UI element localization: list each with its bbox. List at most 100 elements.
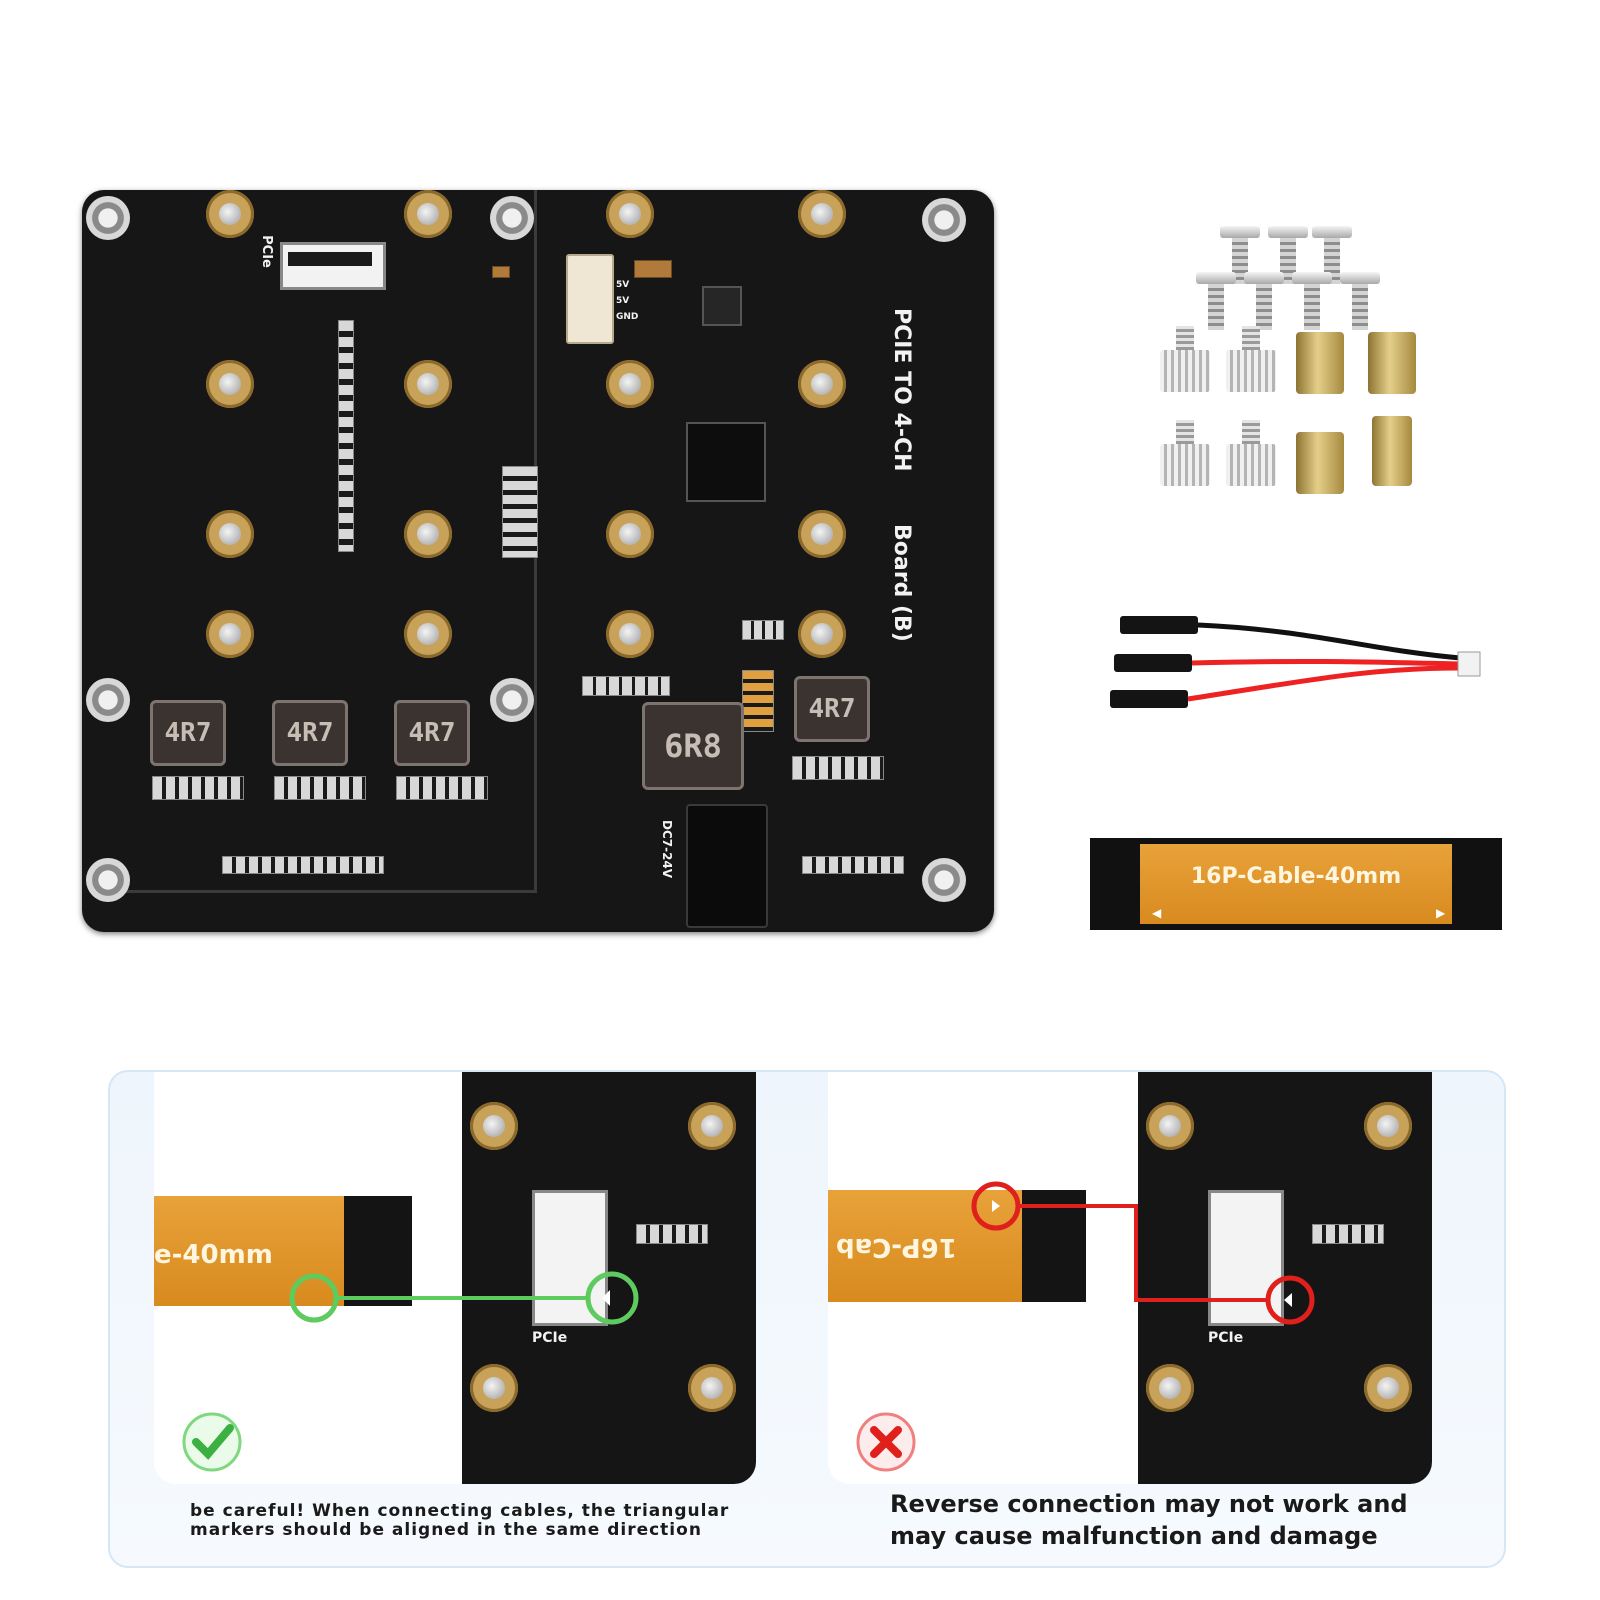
thumb-screw [1160,420,1210,488]
jst-connector [1457,651,1481,677]
power-input-label: DC7-24V [660,820,674,879]
inductor: 4R7 [394,700,470,766]
pcie-label: PCIe [532,1330,568,1346]
resistor-pack [742,620,784,640]
ribbon-stiffener [1022,1190,1086,1302]
pcie-label: PCIe [1208,1330,1244,1346]
thumb-screw [1160,326,1210,394]
mount-hole [490,678,534,722]
mount-hole [86,678,130,722]
ribbon-label: e-40mm [154,1240,273,1270]
header-pin-label: 5V [616,296,630,306]
header-pin-label: 5V [616,280,630,290]
fpc-ribbon-cable: 16P-Cable-40mm ◀ ▶ [1090,838,1502,930]
ribbon-end [154,1196,354,1306]
gold-ring [606,510,654,558]
gold-ring [606,190,654,238]
inductor: 4R7 [150,700,226,766]
board-closeup: PCIe [462,1072,756,1484]
gold-ring [798,360,846,408]
ribbon-label: 16P-Cable-40mm [1190,864,1402,889]
resistor-pack [222,856,384,874]
gold-ring [1146,1364,1194,1412]
resistor-pack [1312,1224,1384,1244]
mount-hole [922,198,966,242]
mount-hole [86,858,130,902]
cross-icon [856,1412,916,1472]
wrong-example: PCIe 16P-Cab [828,1072,1432,1484]
connector-slot [288,252,372,266]
gold-ring [206,610,254,658]
brass-standoff [1296,432,1344,494]
triangle-marker-icon [289,1273,339,1323]
resistor-pack [396,776,488,800]
thumb-screw [1226,420,1276,488]
gold-ring [404,610,452,658]
gold-ring [470,1102,518,1150]
correct-example: PCIe e-40mm [154,1072,756,1484]
mount-hole [490,196,534,240]
gold-ring [606,610,654,658]
gold-ring [404,360,452,408]
resistor-column [502,466,538,558]
gold-ring [1146,1102,1194,1150]
gold-ring [206,510,254,558]
mount-hole [86,196,130,240]
resistor-pack [802,856,904,874]
gold-ring [606,360,654,408]
triangle-marker-icon [585,1271,639,1325]
gold-ring [470,1364,518,1412]
dc-power-jack [686,804,768,928]
fpc-connector [532,1190,608,1326]
screw [1292,272,1332,332]
resistor-pack [792,756,884,780]
dupont-connector [1114,654,1192,672]
resistor-pack [274,776,366,800]
thumb-screw [1226,326,1276,394]
wrong-caption: Reverse connection may not work and may … [890,1490,1408,1550]
regulator-chip [702,286,742,326]
brass-standoff [1372,416,1412,486]
mount-hole [922,858,966,902]
connection-instructions: PCIe e-40mm be careful! When connecting … [108,1070,1506,1568]
board-outline-line [122,890,537,893]
large-inductor: 6R8 [642,702,744,790]
gold-ring [404,510,452,558]
power-header [566,254,614,344]
brass-standoff [1296,332,1344,394]
board-subtitle: Board (B) [889,524,914,642]
pcie-adapter-board: PCIe 5V 5V GND PCIE TO 4-CH Board (B) 4R… [82,190,994,932]
gold-ring [404,190,452,238]
pcie-silk-label: PCIe [258,235,274,268]
correct-caption: be careful! When connecting cables, the … [190,1501,730,1540]
alignment-line [289,1271,639,1325]
gold-ring [1364,1364,1412,1412]
gold-ring [798,510,846,558]
ribbon-stiffener [344,1196,412,1306]
screw [1196,272,1236,332]
capacitor [492,266,510,278]
gold-ring [688,1364,736,1412]
triangle-marker-icon: ◀ [1152,906,1162,920]
triangle-marker-icon: ▶ [1436,906,1446,920]
fpc-connector [1208,1190,1284,1326]
screw [1340,272,1380,332]
inductor: 4R7 [272,700,348,766]
gold-ring [798,610,846,658]
resistor-array [338,320,354,552]
dupont-connector [1120,616,1198,634]
dupont-connector [1110,690,1188,708]
resistor-pack [636,1224,708,1244]
gold-ring [688,1102,736,1150]
gold-ring [798,190,846,238]
capacitor [634,260,672,278]
inductor: 4R7 [794,676,870,742]
check-icon [182,1412,242,1472]
board-closeup: PCIe [1138,1072,1432,1484]
screw [1244,272,1284,332]
board-title: PCIE TO 4-CH [889,308,914,472]
ribbon-body [1140,844,1452,924]
gold-ring [206,190,254,238]
screw-kit [1160,220,1420,500]
header-pin-label: GND [616,312,639,322]
